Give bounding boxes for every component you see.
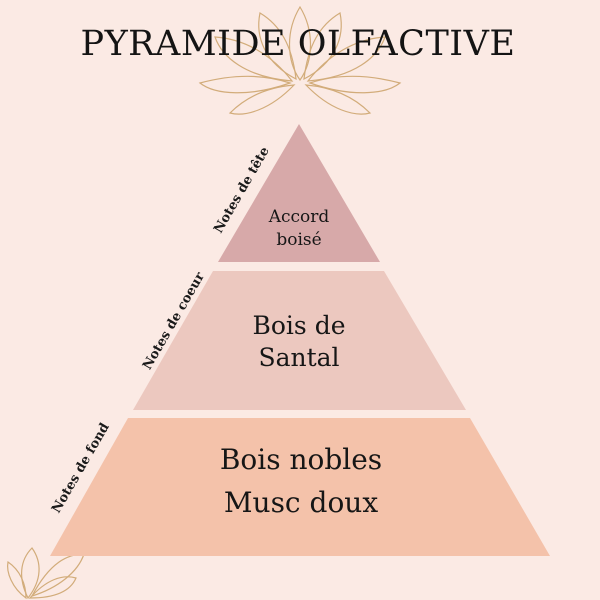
tier-middle-line-1: Bois de — [253, 311, 346, 340]
tier-top-line-2: boisé — [276, 230, 321, 250]
tier-middle-line-2: Santal — [258, 343, 339, 372]
pyramid-tier-top — [218, 124, 380, 262]
pyramid-tier-middle — [133, 271, 466, 410]
tier-top-line-1: Accord — [268, 207, 330, 227]
pyramid-tier-base — [50, 418, 550, 556]
lotus-flower-icon — [198, 5, 402, 115]
tier-base-line-1: Bois nobles — [220, 443, 382, 476]
tier-base-line-2: Musc doux — [224, 486, 378, 519]
page-title: PYRAMIDE OLFACTIVE — [81, 24, 516, 64]
